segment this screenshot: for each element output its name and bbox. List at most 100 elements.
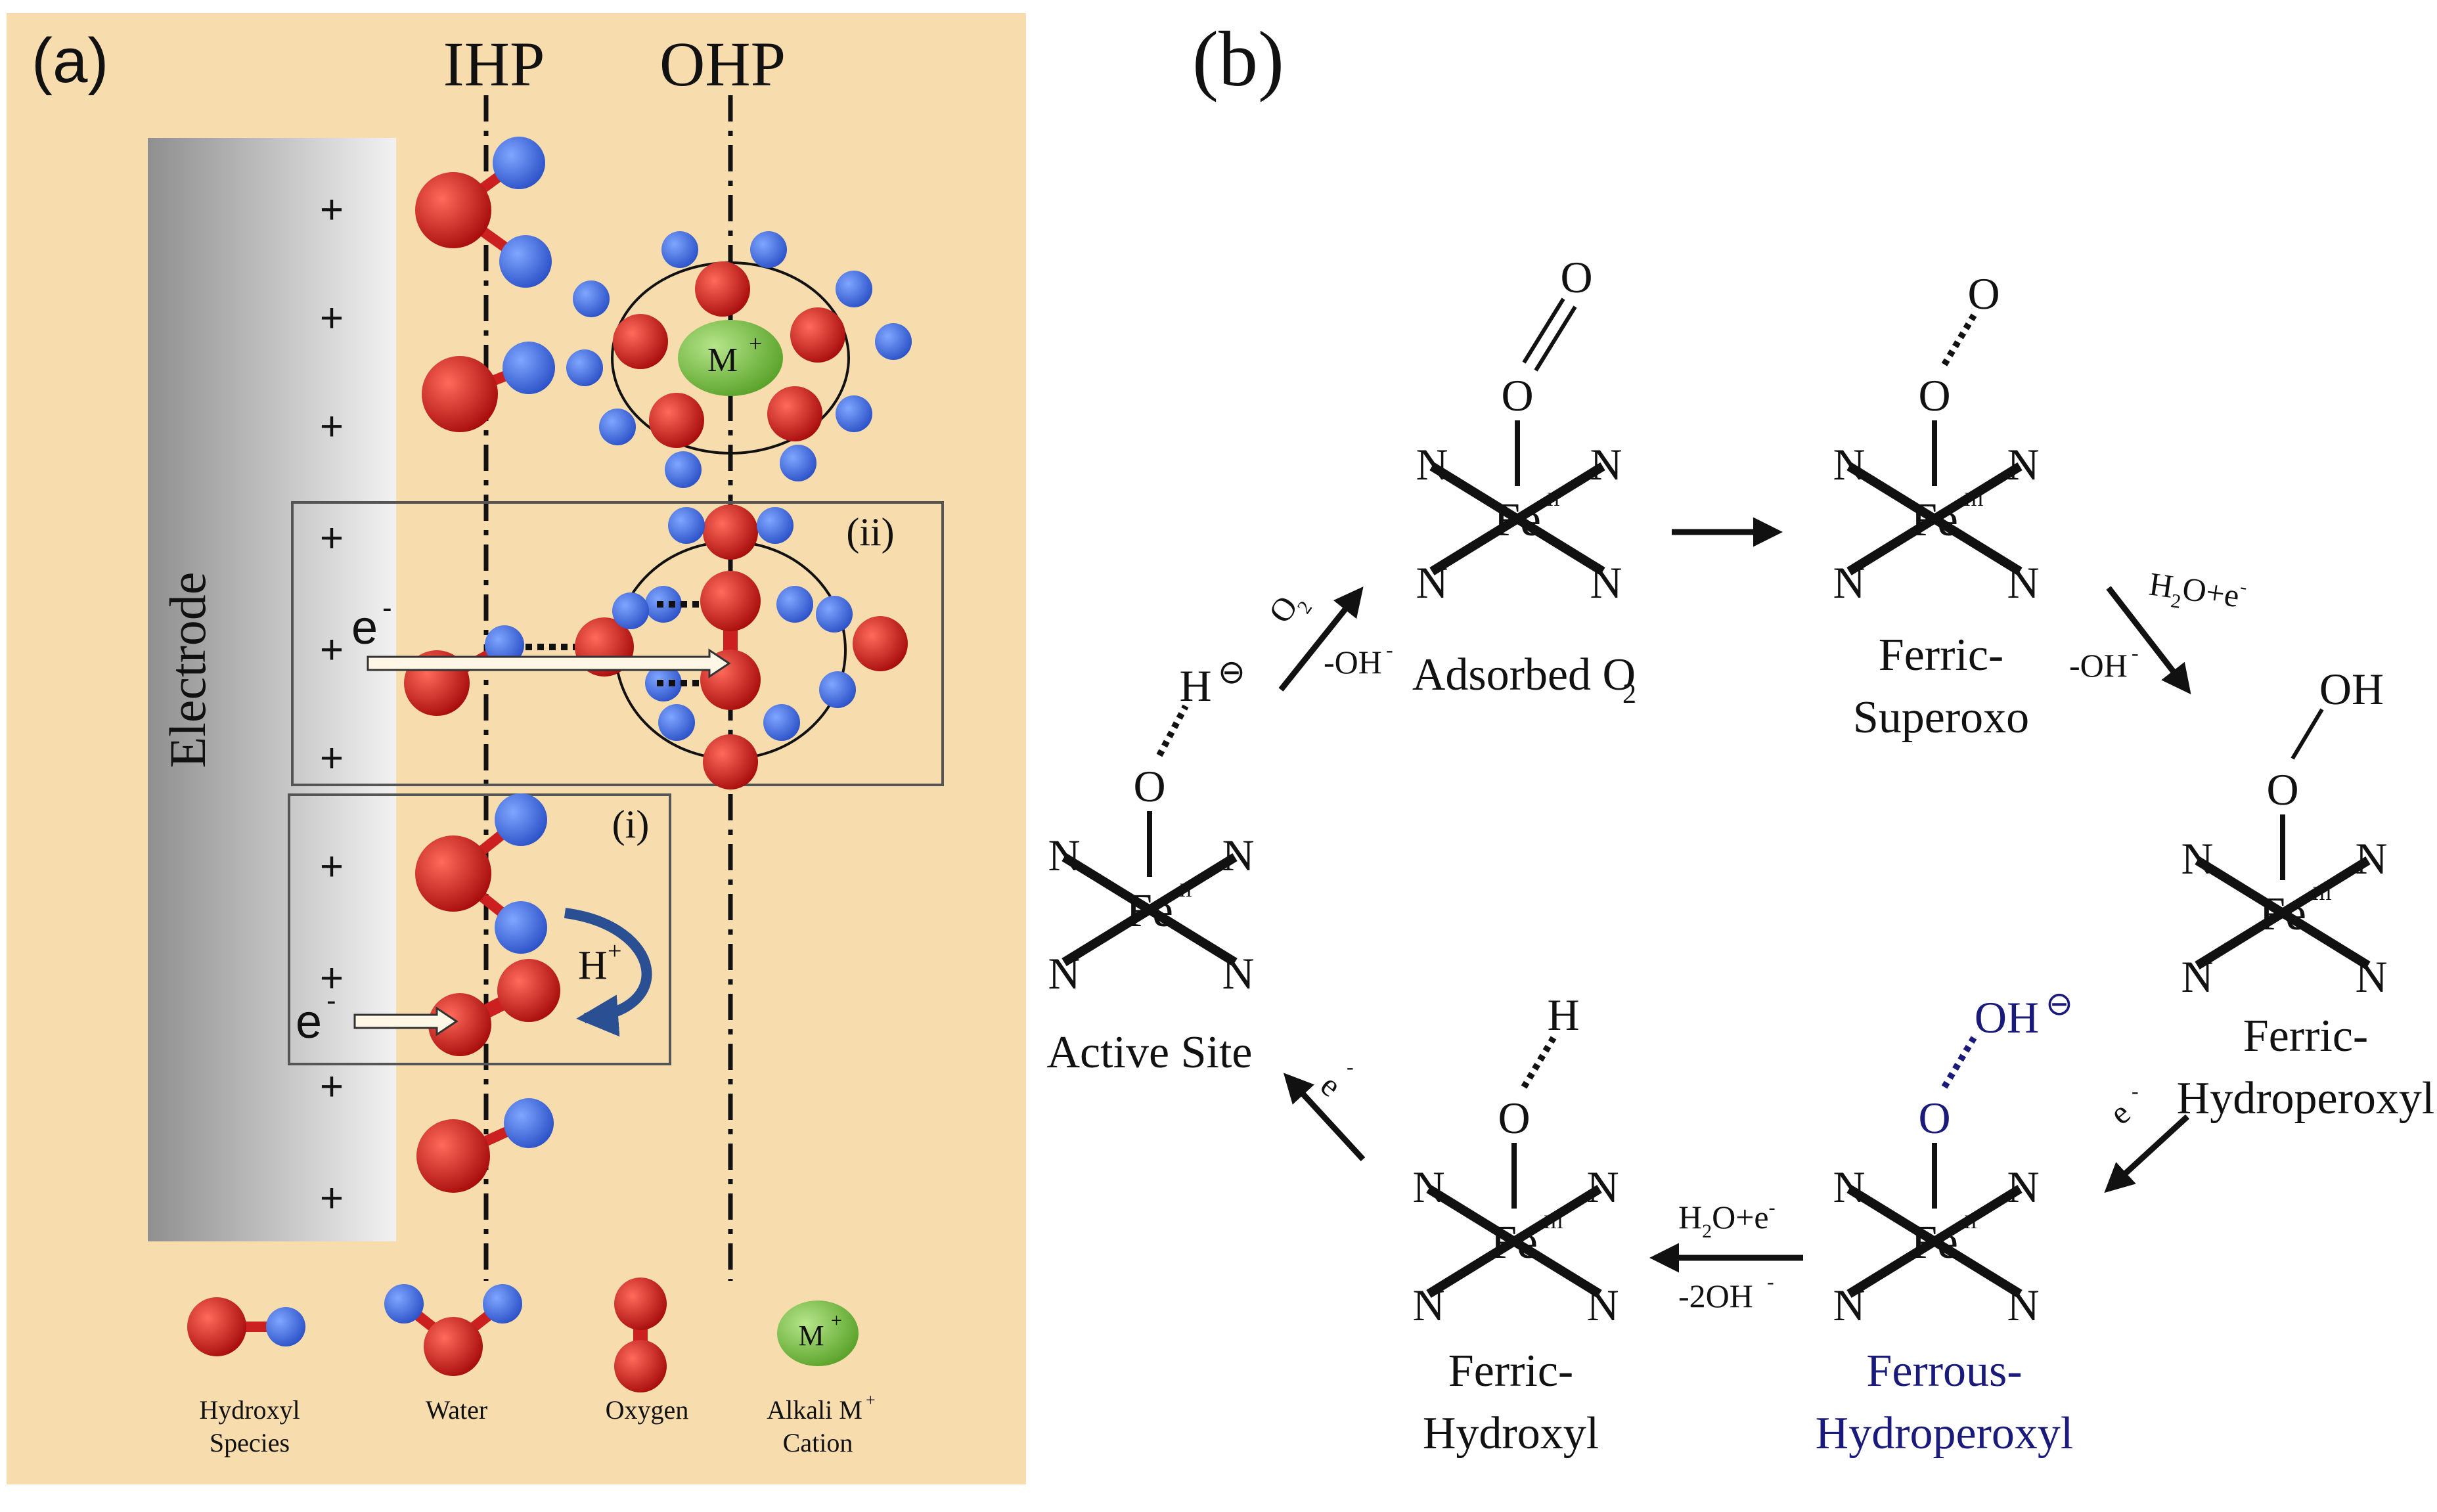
- electrode-label: Electrode: [159, 572, 216, 768]
- label-ferric-superoxo-2: Superoxo: [1853, 692, 2029, 743]
- label-ferric-hydroperoxyl-1: Ferric-: [2243, 1011, 2368, 1061]
- step-e-sup: -: [1347, 1055, 1354, 1078]
- plus-sign: +: [320, 296, 344, 341]
- n-atom: N: [1416, 558, 1448, 608]
- n-atom: N: [2355, 834, 2387, 883]
- complex-ferrous-hydroperoxyl: Fe II N N N N O OH ⊖: [1833, 985, 2073, 1330]
- oxidation-state: II: [1547, 489, 1560, 510]
- oh-group: OH: [1975, 992, 2039, 1042]
- plus-sign: +: [320, 956, 344, 1001]
- label-ferric-hydroxyl-1: Ferric-: [1448, 1346, 1573, 1396]
- legend-water-icon: [384, 1284, 522, 1376]
- o-atom: O: [1560, 252, 1592, 302]
- solvation-water: [566, 280, 668, 386]
- proton-label: H: [578, 943, 608, 988]
- legend-hydroxyl-line1: Hydroxyl: [199, 1395, 300, 1425]
- legend-hydroxyl-icon: [187, 1297, 305, 1356]
- plus-sign: +: [320, 736, 344, 781]
- oxidation-state: III: [1964, 489, 1984, 510]
- o-atom: O: [1498, 1093, 1530, 1143]
- arrow-hydroperoxyl-to-ferrous: [2104, 1114, 2190, 1193]
- fe-atom: Fe: [2259, 887, 2306, 940]
- step-minus-oh-sup: -: [2132, 641, 2139, 665]
- o-atom: O: [2266, 765, 2298, 814]
- label-ferric-superoxo-1: Ferric-: [1879, 630, 2003, 680]
- label-adsorbed-o2: Adsorbed O: [1412, 650, 1636, 700]
- fe-atom: Fe: [1490, 1216, 1538, 1268]
- n-atom: N: [2355, 952, 2387, 1002]
- complex-ferric-hydroxyl: Fe III N N N N O H: [1412, 990, 1619, 1330]
- plus-sign: +: [320, 844, 344, 889]
- negative-charge: ⊖: [2046, 985, 2073, 1022]
- oh-group: OH: [2319, 664, 2384, 714]
- step-h2o-e: H2O+e-: [1678, 1197, 1776, 1242]
- arrow-active-to-adsorbed: [1278, 586, 1364, 692]
- legend-cation-icon: M +: [777, 1301, 859, 1366]
- oxidation-state: II: [1964, 1211, 1977, 1233]
- label-adsorbed-o2-sub: 2: [1622, 679, 1636, 709]
- box-ii: (ii): [291, 501, 944, 789]
- surface-charges: + + + + + + + + + +: [320, 187, 344, 1221]
- legend-alkali-sup: +: [866, 1390, 876, 1410]
- label-ferrous-hydroperoxyl-2: Hydroperoxyl: [1816, 1408, 2074, 1459]
- n-atom: N: [2007, 1280, 2039, 1330]
- box-ii-label: (ii): [846, 510, 894, 554]
- n-atom: N: [2007, 439, 2039, 489]
- solvation-water: [767, 386, 872, 481]
- solvation-water: [790, 271, 912, 363]
- complex-adsorbed-o2: Fe II N N N N O O: [1416, 252, 1622, 608]
- plus-sign: +: [320, 1064, 344, 1109]
- legend-water: Water: [426, 1395, 488, 1425]
- step-minus-oh-sup: -: [1386, 638, 1393, 661]
- legend-hydroxyl-line2: Species: [210, 1428, 290, 1457]
- proton-charge: +: [608, 937, 621, 965]
- o-atom: O: [1918, 370, 1950, 420]
- legend: Hydroxyl Species Water Oxygen M +: [187, 1278, 876, 1457]
- n-atom: N: [2181, 834, 2213, 883]
- negative-charge: ⊖: [1218, 654, 1245, 690]
- n-atom: N: [2007, 558, 2039, 608]
- step-minus-oh: -OH: [2069, 647, 2128, 684]
- step-minus-oh: -OH: [1324, 644, 1382, 680]
- n-atom: N: [2181, 952, 2213, 1002]
- cation-charge: +: [749, 330, 762, 357]
- fe-atom: Fe: [1911, 493, 1958, 546]
- o-atom: O: [1133, 761, 1165, 811]
- plus-sign: +: [320, 516, 344, 561]
- n-atom: N: [1048, 948, 1080, 998]
- step-e-sup: -: [2132, 1079, 2139, 1103]
- label-ferric-hydroxyl-2: Hydroxyl: [1423, 1408, 1599, 1459]
- plus-sign: +: [320, 1176, 344, 1221]
- step-e: e: [1314, 1067, 1349, 1104]
- o-atom: O: [1967, 269, 2000, 319]
- n-atom: N: [1586, 1162, 1619, 1212]
- plus-sign: +: [320, 627, 344, 673]
- svg-text:+: +: [831, 1310, 842, 1331]
- panel-b: (b) Fe II N N N N O H ⊖ Active Site Fe I…: [1047, 15, 2435, 1459]
- complex-active-site: Fe II N N N N O H ⊖: [1048, 654, 1254, 998]
- o-atom: O: [1501, 370, 1533, 420]
- ihp-label: IHP: [443, 29, 545, 99]
- panel-b-label: (b): [1192, 15, 1284, 102]
- n-atom: N: [1222, 948, 1254, 998]
- label-ferric-hydroperoxyl-2: Hydroperoxyl: [2177, 1073, 2435, 1124]
- oxidation-state: III: [2312, 883, 2332, 904]
- legend-oxygen-icon: [614, 1278, 667, 1392]
- arrow-ferric-hydroxyl-to-active: [1283, 1073, 1366, 1162]
- fe-atom: Fe: [1911, 1216, 1958, 1268]
- water-molecule: [422, 342, 555, 432]
- plus-sign: +: [320, 404, 344, 449]
- oxygen-atom: [700, 571, 761, 631]
- step-minus-2oh: -2OH: [1678, 1278, 1753, 1314]
- n-atom: N: [1586, 1280, 1619, 1330]
- n-atom: N: [1416, 439, 1448, 489]
- n-atom: N: [1412, 1162, 1444, 1212]
- electrode-bar: [148, 138, 396, 1241]
- box-i-label: (i): [612, 803, 650, 846]
- plus-sign: +: [320, 187, 344, 233]
- reaction-arrows: O 2 -OH - H2O+e- -OH - e - H2O+e- -2OH -…: [1261, 517, 2248, 1314]
- h-atom: H: [1179, 661, 1211, 711]
- n-atom: N: [1412, 1280, 1444, 1330]
- o-atom: O: [1918, 1093, 1950, 1143]
